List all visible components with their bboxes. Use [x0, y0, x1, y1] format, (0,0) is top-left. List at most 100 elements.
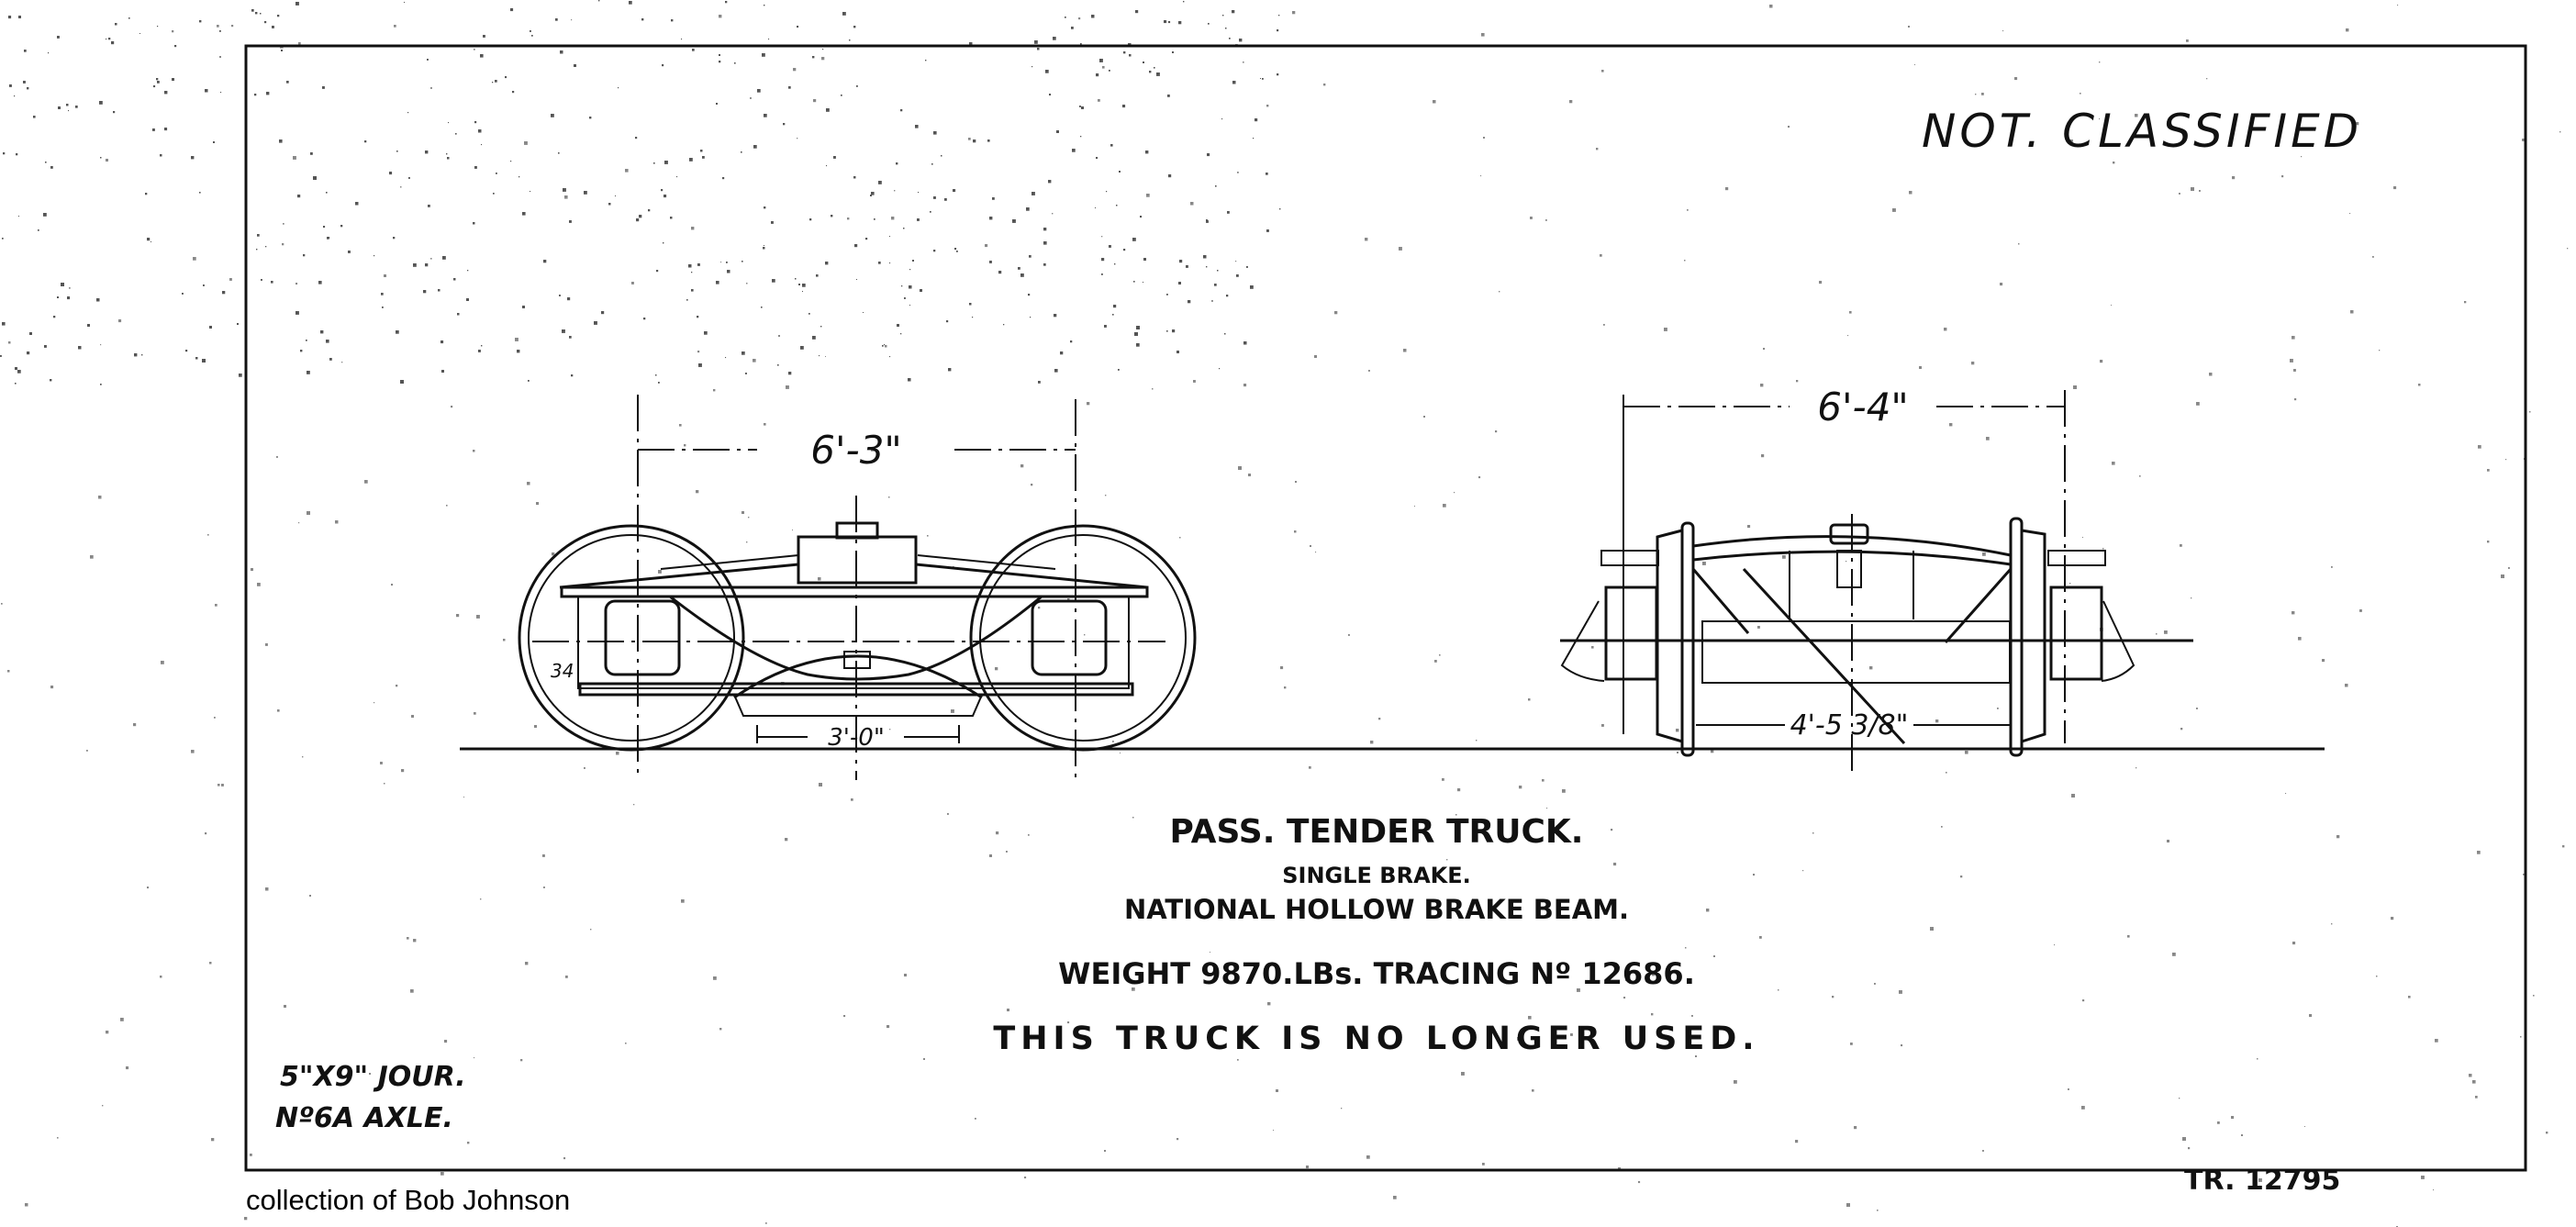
speckle [156, 78, 159, 81]
speckle [1178, 282, 1181, 284]
speckle [476, 615, 480, 619]
speckle [1030, 317, 1032, 318]
speckle [382, 307, 384, 308]
speckle [1982, 552, 1986, 556]
speckle [2071, 794, 2075, 798]
speckle [725, 357, 727, 359]
speckle [174, 45, 177, 48]
speckle [265, 887, 269, 891]
speckle [688, 264, 692, 268]
speckle [745, 373, 747, 374]
speckle [569, 336, 572, 339]
speckle [2082, 537, 2083, 538]
speckle [474, 166, 477, 169]
speckle [2505, 459, 2507, 461]
speckle [425, 263, 429, 267]
speckle [973, 139, 976, 143]
speckle [558, 152, 560, 154]
speckle [972, 317, 974, 318]
speckle [1043, 263, 1046, 266]
speckle [900, 109, 903, 112]
speckle [43, 213, 47, 217]
speckle [716, 281, 719, 284]
speckle [495, 80, 497, 83]
speckle [1734, 1080, 1737, 1084]
speckle [1112, 314, 1114, 316]
speckle [551, 114, 554, 117]
speckle [1156, 73, 1160, 76]
speckle [969, 303, 972, 306]
speckle [2359, 609, 2362, 612]
speckle [797, 26, 799, 28]
speckle [764, 423, 766, 426]
speckle [1600, 254, 1602, 257]
speckle [653, 162, 655, 164]
speckle [1193, 380, 1196, 383]
speckle [1676, 729, 1679, 732]
speckle [2487, 469, 2490, 472]
speckle [2179, 193, 2180, 195]
speckle [704, 331, 708, 335]
speckle [300, 350, 303, 352]
speckle [193, 257, 196, 261]
speckle [664, 161, 668, 164]
speckle [1236, 274, 1239, 277]
speckle [904, 297, 906, 299]
speckle [2217, 1121, 2220, 1124]
speckle [1104, 325, 1107, 328]
speckle [1190, 202, 1194, 206]
speckle [884, 344, 886, 346]
speckle [882, 345, 884, 347]
speckle [1053, 37, 1056, 40]
speckle [1167, 95, 1170, 97]
speckle [2164, 630, 2168, 634]
speckle [562, 329, 565, 333]
speckle [2232, 176, 2236, 180]
speckle [863, 312, 864, 313]
speckle [567, 297, 571, 301]
speckle [27, 351, 30, 355]
speckle [1370, 741, 1374, 744]
speckle [1545, 219, 1547, 221]
speckle [1266, 173, 1268, 175]
speckle [203, 284, 205, 286]
speckle [191, 750, 195, 753]
speckle [536, 502, 540, 506]
speckle [1253, 138, 1255, 139]
speckle [147, 887, 150, 889]
speckle [1119, 171, 1121, 173]
speckle [141, 354, 143, 356]
dim-brake: 3'-0" [828, 724, 885, 752]
speckle [1769, 5, 1773, 8]
speckle [1517, 1037, 1521, 1041]
speckle [1908, 26, 1910, 28]
speckle [808, 313, 810, 315]
speckle [478, 129, 482, 133]
speckle [261, 279, 262, 281]
speckle [164, 91, 168, 95]
speckle [941, 155, 942, 157]
speckle [1434, 660, 1437, 663]
speckle [1365, 238, 1368, 241]
speckle [2080, 93, 2081, 95]
speckle [106, 1031, 109, 1034]
speckle [2356, 122, 2359, 126]
speckle [1528, 698, 1531, 701]
speckle [1049, 94, 1052, 96]
speckle [323, 226, 326, 229]
speckle [50, 166, 53, 169]
speckle [1944, 328, 1947, 331]
speckle [530, 30, 531, 32]
speckle [87, 324, 90, 327]
speckle [944, 198, 947, 201]
speckle [1795, 1140, 1799, 1143]
speckle [480, 898, 482, 900]
speckle [1802, 870, 1804, 872]
speckle [1134, 332, 1138, 336]
speckle [661, 189, 664, 192]
speckle [2546, 1132, 2548, 1134]
speckle [474, 712, 476, 715]
speckle [106, 159, 108, 162]
speckle [1306, 1166, 1310, 1169]
speckle [1981, 93, 1984, 95]
